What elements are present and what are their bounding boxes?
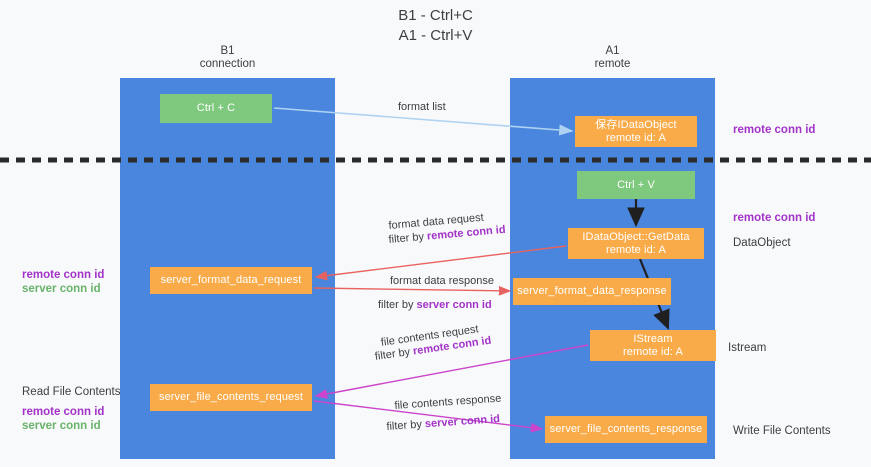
annotation-server-conn-id-2: server conn id bbox=[22, 420, 101, 432]
annotation-remote-conn-id-top: remote conn id bbox=[733, 124, 816, 136]
filter-prefix: filter by bbox=[386, 418, 426, 433]
filter-prefix: filter by bbox=[378, 299, 417, 311]
annotation-write-file-contents: Write File Contents bbox=[733, 425, 831, 437]
filter-key-server-conn-id: server conn id bbox=[416, 299, 492, 311]
node-server-file-contents-response[interactable]: server_file_contents_response bbox=[545, 416, 707, 443]
flow-label-file-contents-response: file contents response bbox=[394, 392, 502, 412]
node-server-format-data-request[interactable]: server_format_data_request bbox=[150, 267, 312, 294]
annotation-istream: Istream bbox=[728, 342, 767, 354]
flow-label-format-data-response: format data response bbox=[390, 275, 494, 287]
filter-key-server-conn-id: server conn id bbox=[424, 413, 501, 431]
node-save-idataobject[interactable]: 保存IDataObject remote id: A bbox=[575, 116, 697, 147]
arrow-format-data-response bbox=[313, 285, 512, 296]
node-istream[interactable]: IStream remote id: A bbox=[590, 330, 716, 361]
annotation-group-conn-ids-top: remote conn id server conn id bbox=[22, 268, 104, 296]
node-server-file-contents-request[interactable]: server_file_contents_request bbox=[150, 384, 312, 411]
filter-prefix: filter by bbox=[388, 230, 428, 246]
annotation-remote-conn-id-mid: remote conn id bbox=[733, 212, 816, 224]
flow-label-format-list: format list bbox=[398, 101, 446, 113]
diagram-title: B1 - Ctrl+C A1 - Ctrl+V bbox=[398, 7, 473, 44]
annotation-group-read-file-contents: Read File Contents remote conn id server… bbox=[22, 385, 120, 433]
annotation-server-conn-id-1: server conn id bbox=[22, 283, 101, 295]
annotation-dataobject: DataObject bbox=[733, 237, 791, 249]
node-ctrl-v[interactable]: Ctrl + V bbox=[577, 171, 695, 199]
node-server-format-data-response[interactable]: server_format_data_response bbox=[513, 278, 671, 305]
filter-prefix: filter by bbox=[374, 345, 414, 363]
node-ctrl-c[interactable]: Ctrl + C bbox=[160, 94, 272, 123]
lane-caption-a1: A1 remote bbox=[594, 45, 631, 70]
annotation-remote-conn-id-2: remote conn id bbox=[22, 406, 105, 418]
lane-caption-b1: B1 connection bbox=[199, 45, 256, 70]
annotation-read-file-contents: Read File Contents bbox=[22, 386, 121, 398]
flow-label-format-data-response-filter: filter by server conn id bbox=[378, 298, 492, 312]
annotation-remote-conn-id-1: remote conn id bbox=[22, 269, 105, 281]
node-idataobject-getdata[interactable]: IDataObject::GetData remote id: A bbox=[568, 228, 704, 259]
flow-label-file-contents-response-filter: filter by server conn id bbox=[386, 412, 500, 434]
